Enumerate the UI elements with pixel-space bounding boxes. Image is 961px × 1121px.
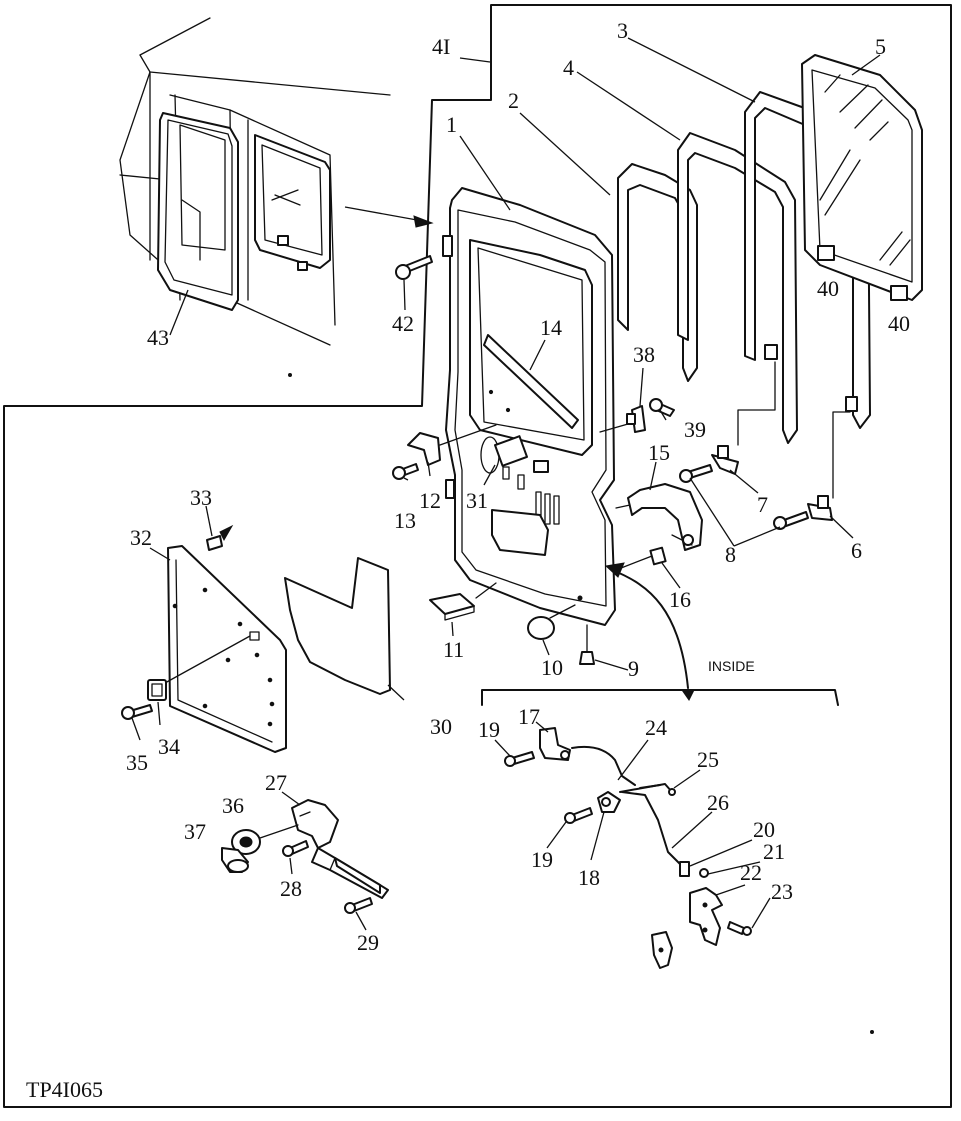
plate-17 (539, 727, 571, 761)
screw-8b (773, 511, 809, 530)
rod-24 (571, 745, 636, 786)
callout-33: 33 (190, 485, 212, 510)
handle-15 (615, 483, 703, 551)
callout-5: 5 (875, 34, 886, 59)
latch-22 (689, 887, 723, 946)
inside-bracket-line (481, 689, 839, 706)
bracket-7 (711, 445, 739, 475)
pad-11 (429, 582, 497, 621)
callout-35: 35 (126, 750, 148, 775)
callout-28: 28 (280, 876, 302, 901)
screw-23 (727, 921, 752, 936)
screw-39 (649, 398, 675, 417)
callout-22: 22 (740, 860, 762, 885)
bracket-6 (807, 495, 833, 521)
rod-26 (621, 784, 681, 865)
callout-34: 34 (158, 734, 180, 759)
handle-12 (407, 432, 441, 466)
callout-3: 3 (617, 18, 628, 43)
striker (651, 931, 673, 969)
grommet-36 (231, 824, 299, 855)
insulation-30 (284, 557, 391, 695)
clip-40-right (890, 285, 908, 301)
callout-31: 31 (466, 488, 488, 513)
callout-1: 1 (446, 112, 457, 137)
cap-37 (221, 847, 249, 873)
inside-label: INSIDE (708, 658, 755, 674)
nut-16 (615, 546, 667, 571)
callout-20: 20 (753, 817, 775, 842)
callout-41: 4I (432, 34, 450, 59)
callout-25: 25 (697, 747, 719, 772)
callout-17: 17 (518, 704, 540, 729)
callout-30: 30 (430, 714, 452, 739)
callout-26: 26 (707, 790, 729, 815)
callout-29: 29 (357, 930, 379, 955)
cab-overview (119, 17, 434, 346)
screw-9 (579, 624, 595, 665)
screw-21 (699, 868, 709, 878)
callout-6: 6 (851, 538, 862, 563)
plug-10 (527, 604, 576, 640)
bracket-27 (291, 799, 389, 899)
clip-34 (147, 679, 167, 701)
callout-9: 9 (628, 656, 639, 681)
lever-18 (597, 791, 621, 813)
callout-21: 21 (763, 839, 785, 864)
callout-27: 27 (265, 770, 287, 795)
screw-28 (282, 840, 309, 857)
callout-18: 18 (578, 865, 600, 890)
callout-40a: 40 (817, 276, 839, 301)
callout-24: 24 (645, 715, 667, 740)
panel-32 (164, 545, 287, 753)
plug-33 (206, 524, 234, 551)
callout-39: 39 (684, 417, 706, 442)
callout-32: 32 (130, 525, 152, 550)
callout-14: 14 (540, 315, 562, 340)
screw-42 (395, 255, 433, 280)
callout-43: 43 (147, 325, 169, 350)
callout-4: 4 (563, 55, 574, 80)
callout-19a: 19 (478, 717, 500, 742)
screw-35 (121, 704, 153, 720)
seal-4 (677, 132, 798, 444)
callout-23: 23 (771, 879, 793, 904)
callout-19b: 19 (531, 847, 553, 872)
callout-40b: 40 (888, 311, 910, 336)
screw-19b (564, 807, 593, 824)
drawing-code: TP4I065 (26, 1077, 103, 1102)
callout-10: 10 (541, 655, 563, 680)
callout-labels: 1 2 3 4 5 6 7 8 9 10 11 12 13 14 15 16 1… (126, 18, 910, 955)
assembly-boundary-frame (3, 4, 952, 1108)
screw-8a (679, 464, 713, 483)
latch-38 (626, 367, 646, 433)
cab-door-seal-43 (157, 112, 239, 311)
callout-36: 36 (222, 793, 244, 818)
seal-2 (617, 163, 698, 382)
callout-12: 12 (419, 488, 441, 513)
seal-strip-14 (483, 334, 579, 429)
callout-38: 38 (633, 342, 655, 367)
screw-13 (392, 463, 419, 480)
clip-40-left (817, 245, 835, 261)
screw-19a (504, 751, 535, 767)
callout-16: 16 (669, 587, 691, 612)
callout-11: 11 (443, 637, 464, 662)
callout-2: 2 (508, 88, 519, 113)
leader-lines (131, 37, 881, 931)
callout-15: 15 (648, 440, 670, 465)
glass-5 (801, 54, 923, 301)
callout-37: 37 (184, 819, 206, 844)
door-frame-1 (442, 187, 616, 626)
callout-8: 8 (725, 542, 736, 567)
callout-7: 7 (757, 492, 768, 517)
clip-20 (679, 861, 690, 877)
callout-42: 42 (392, 311, 414, 336)
rod-25 (619, 783, 676, 796)
callout-13: 13 (394, 508, 416, 533)
screw-29 (344, 897, 373, 914)
